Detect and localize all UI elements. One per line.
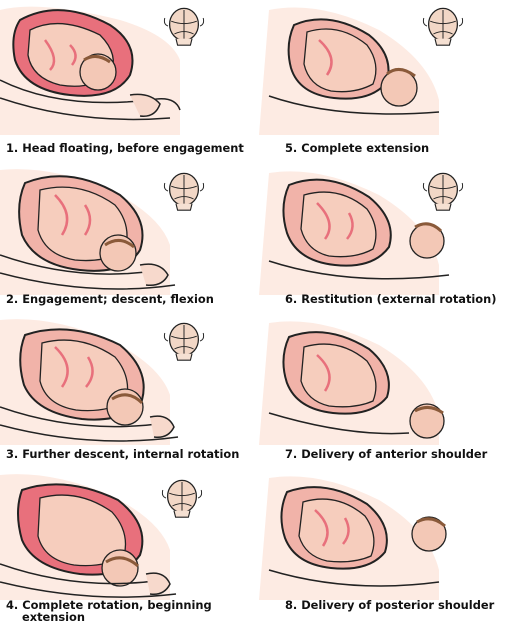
panel-6-illustration bbox=[259, 165, 517, 305]
panel-7-anterior-shoulder: 7. Delivery of anterior shoulder bbox=[259, 315, 517, 465]
caption-3: 3. Further descent, internal rotation bbox=[6, 448, 239, 461]
caption-4-line-2: extension bbox=[22, 611, 85, 624]
panel-1-illustration bbox=[0, 0, 258, 140]
panel-4-illustration bbox=[0, 470, 258, 610]
caption-6: 6. Restitution (external rotation) bbox=[285, 293, 496, 306]
caption-1: 1. Head floating, before engagement bbox=[6, 142, 244, 155]
panel-5-complete-extension: 5. Complete extension bbox=[259, 0, 517, 150]
panel-7-illustration bbox=[259, 315, 517, 455]
skull-view-icon bbox=[164, 173, 203, 210]
panel-2-illustration bbox=[0, 165, 258, 305]
panel-3-illustration bbox=[0, 315, 258, 455]
panel-6-restitution: 6. Restitution (external rotation) bbox=[259, 165, 517, 315]
caption-5: 5. Complete extension bbox=[285, 142, 429, 155]
skull-view-icon bbox=[423, 8, 462, 45]
panel-4-complete-rotation: 4. Complete rotation, beginning extensio… bbox=[0, 470, 258, 625]
skull-view-icon bbox=[164, 8, 203, 45]
skull-view-icon bbox=[164, 323, 203, 360]
skull-view-icon bbox=[162, 480, 201, 517]
caption-8: 8. Delivery of posterior shoulder bbox=[285, 599, 494, 612]
panel-8-posterior-shoulder: 8. Delivery of posterior shoulder bbox=[259, 470, 517, 625]
panel-2-engagement: 2. Engagement; descent, flexion bbox=[0, 165, 258, 315]
fetus-head bbox=[102, 550, 138, 586]
panel-3-internal-rotation: 3. Further descent, internal rotation bbox=[0, 315, 258, 465]
panel-8-illustration bbox=[259, 470, 517, 610]
caption-7: 7. Delivery of anterior shoulder bbox=[285, 448, 487, 461]
panel-1-head-floating: 1. Head floating, before engagement bbox=[0, 0, 258, 150]
panel-5-illustration bbox=[259, 0, 517, 140]
skull-view-icon bbox=[423, 173, 462, 210]
caption-2: 2. Engagement; descent, flexion bbox=[6, 293, 214, 306]
